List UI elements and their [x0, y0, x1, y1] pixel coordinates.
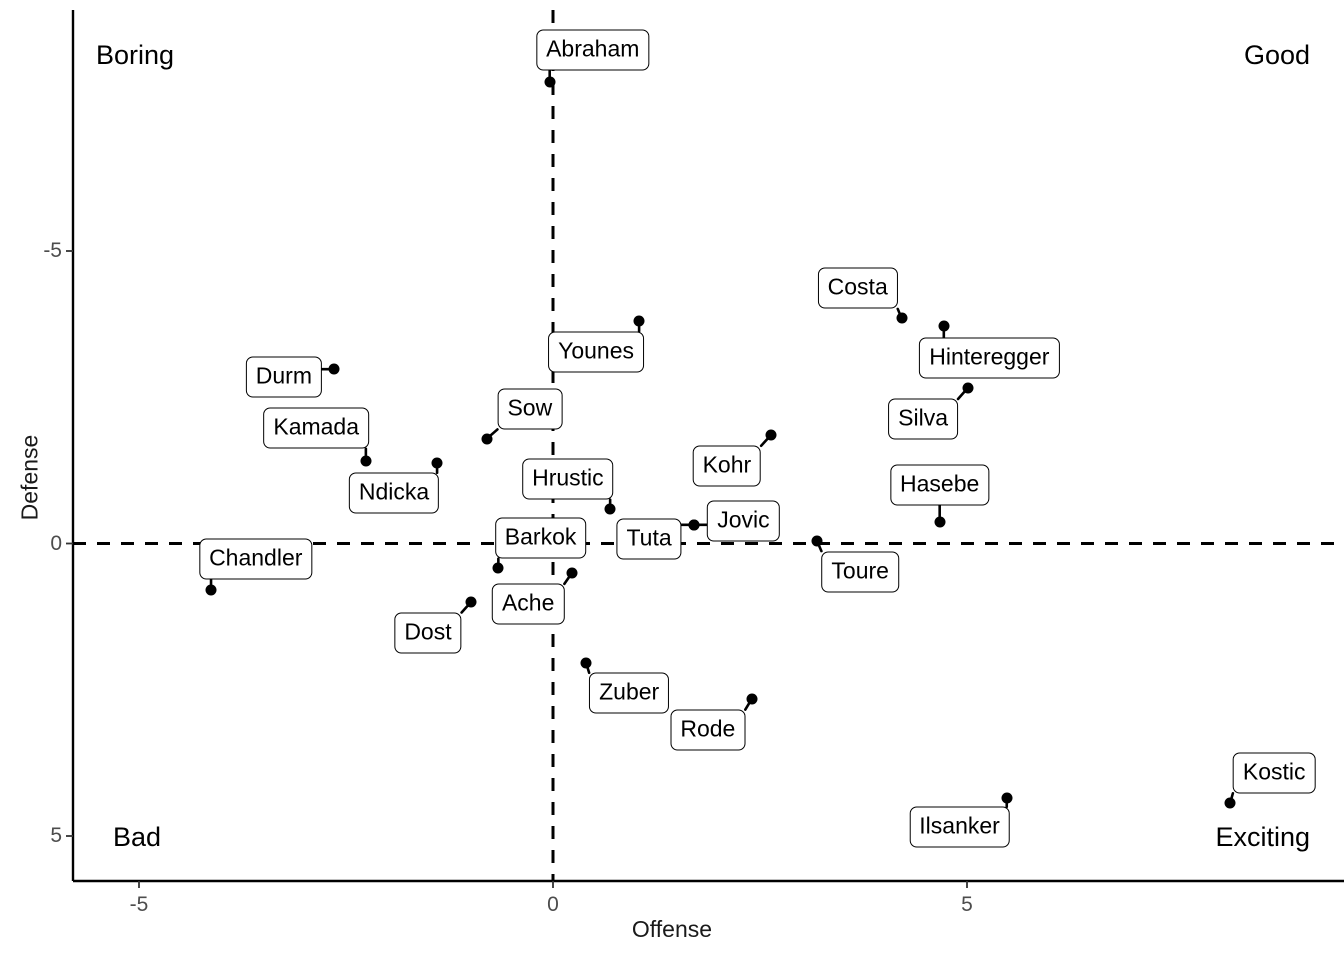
data-point[interactable] [633, 315, 645, 327]
data-point[interactable] [328, 363, 340, 375]
data-point[interactable] [896, 312, 908, 324]
data-point[interactable] [765, 429, 777, 441]
point-label[interactable]: Kostic [1232, 752, 1316, 794]
point-label[interactable]: Rode [670, 709, 746, 751]
data-point[interactable] [481, 433, 493, 445]
point-label[interactable]: Chandler [199, 538, 313, 580]
reference-lines [73, 10, 1344, 881]
data-point[interactable] [465, 596, 477, 608]
data-point[interactable] [360, 455, 372, 467]
x-tick-label: -5 [129, 893, 149, 916]
point-label[interactable]: Abraham [536, 29, 650, 71]
data-point[interactable] [205, 584, 217, 596]
x-tick-label: 0 [547, 893, 559, 916]
point-label[interactable]: Ache [491, 583, 565, 625]
data-point[interactable] [566, 567, 578, 579]
point-label[interactable]: Jovic [707, 500, 780, 542]
point-label[interactable]: Toure [821, 551, 899, 593]
point-label[interactable]: Zuber [589, 672, 670, 714]
point-label[interactable]: Hasebe [890, 464, 990, 506]
point-label[interactable]: Younes [548, 331, 644, 373]
point-label[interactable]: Ndicka [348, 472, 440, 514]
point-label[interactable]: Kohr [692, 445, 762, 487]
point-label[interactable]: Tuta [616, 518, 682, 560]
axis-lines [66, 10, 1344, 888]
point-label[interactable]: Hrustic [522, 458, 614, 500]
data-point[interactable] [811, 535, 823, 547]
y-tick-label: 0 [50, 531, 62, 555]
data-point[interactable] [604, 503, 616, 515]
data-point[interactable] [962, 382, 974, 394]
y-tick-label: 5 [50, 824, 62, 847]
point-label[interactable]: Dost [394, 612, 462, 654]
x-tick-label: 5 [961, 893, 973, 916]
point-label[interactable]: Sow [497, 388, 563, 430]
data-point[interactable] [746, 693, 758, 705]
point-label[interactable]: Silva [888, 398, 959, 440]
data-point[interactable] [938, 320, 950, 332]
y-axis-title: Defense [16, 434, 43, 521]
point-label[interactable]: Barkok [494, 517, 587, 559]
y-tick-label: -5 [43, 239, 62, 262]
point-label[interactable]: Kamada [263, 407, 370, 449]
point-label[interactable]: Durm [245, 356, 323, 398]
quadrant-label-boring: Boring [96, 40, 175, 70]
data-point[interactable] [1224, 797, 1236, 809]
data-point[interactable] [544, 76, 556, 88]
point-label[interactable]: Costa [817, 267, 898, 309]
data-point[interactable] [934, 516, 946, 528]
data-point[interactable] [580, 657, 592, 669]
quadrant-label-good: Good [1243, 40, 1310, 70]
quadrant-label-bad: Bad [113, 822, 162, 852]
data-point[interactable] [1001, 792, 1013, 804]
data-point[interactable] [688, 519, 700, 531]
data-point[interactable] [431, 457, 443, 469]
point-label[interactable]: Ilsanker [909, 806, 1010, 848]
data-point[interactable] [492, 562, 504, 574]
x-axis-title: Offense [631, 916, 713, 942]
point-label[interactable]: Hinteregger [919, 337, 1060, 379]
quadrant-label-exciting: Exciting [1215, 822, 1310, 852]
